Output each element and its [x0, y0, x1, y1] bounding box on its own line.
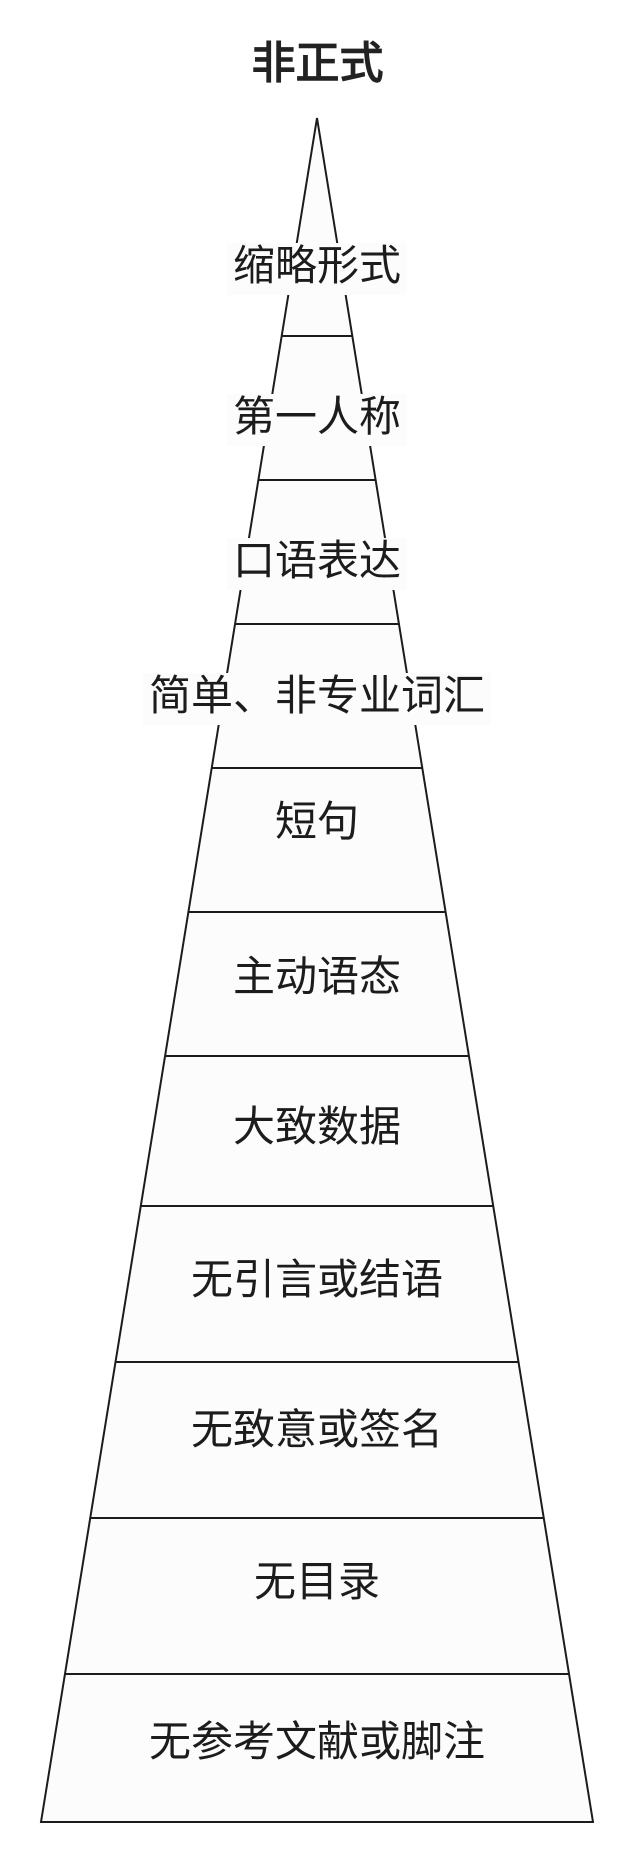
tier-label: 短句 [275, 797, 359, 846]
tier-label: 大致数据 [233, 1102, 401, 1151]
tier-label: 无致意或签名 [191, 1405, 443, 1454]
pyramid-outline [39, 117, 595, 1823]
tier-label: 简单、非专业词汇 [149, 671, 485, 720]
tier-label: 无引言或结语 [191, 1255, 443, 1304]
tier-label: 口语表达 [233, 536, 401, 585]
label-backgrounds [143, 243, 491, 725]
label-background [143, 673, 491, 725]
label-background [227, 243, 407, 295]
tier-label: 无目录 [254, 1557, 380, 1606]
tier-label: 缩略形式 [233, 241, 401, 290]
tier-label: 无参考文献或脚注 [149, 1717, 485, 1766]
label-background [227, 538, 407, 590]
tier-labels: 缩略形式第一人称口语表达简单、非专业词汇短句主动语态大致数据无引言或结语无致意或… [149, 241, 485, 1766]
tier-dividers [65, 335, 569, 1675]
page-title: 非正式 [251, 38, 384, 89]
tier-label: 第一人称 [233, 392, 401, 441]
label-background [227, 394, 407, 446]
tier-label: 主动语态 [233, 952, 401, 1001]
